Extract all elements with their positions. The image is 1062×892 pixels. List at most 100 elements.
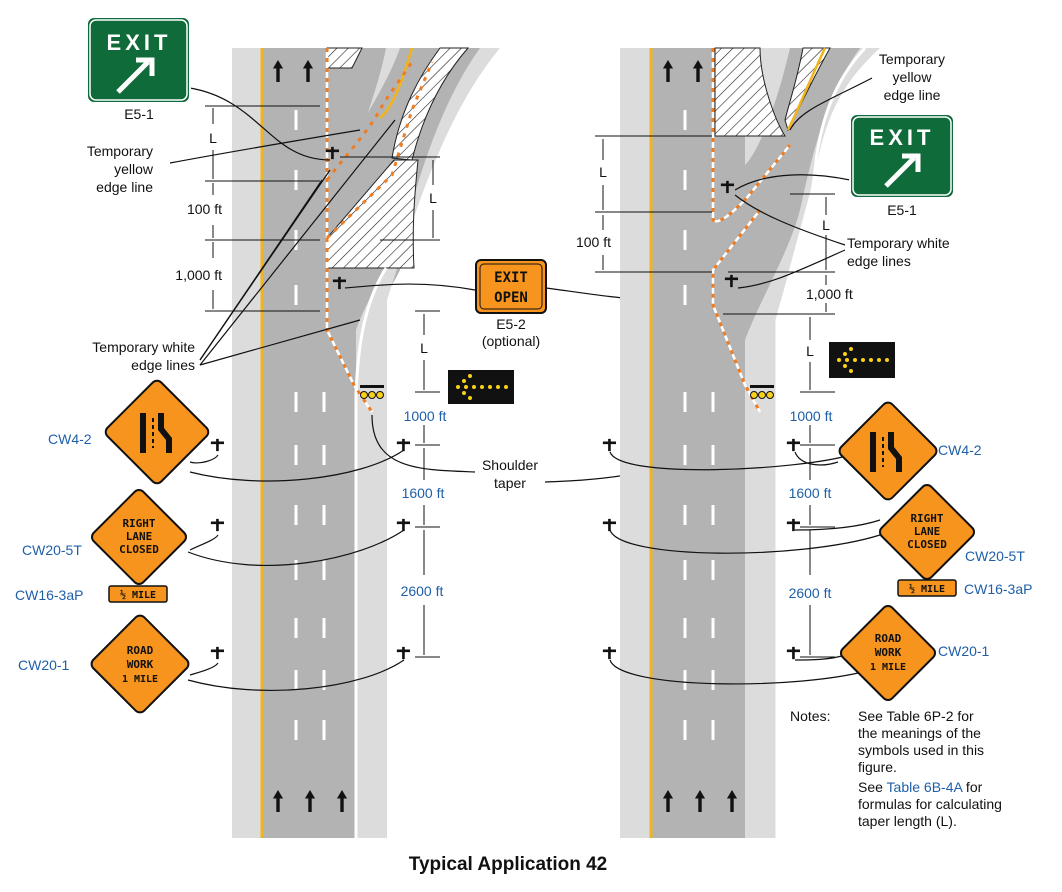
note1-line1: See Table 6P-2 for (858, 708, 974, 724)
arrow-up-right-icon (884, 153, 921, 188)
right-2600ft: 2600 ft (789, 585, 832, 601)
right-yellow-edge-3: edge line (884, 87, 941, 103)
arrow-up-right-icon (116, 57, 155, 94)
right-yellow-edge-1: Temporary (879, 51, 945, 67)
sign-post-icon (786, 518, 800, 532)
left-2600ft: 2600 ft (401, 583, 444, 599)
note1-line2: the meanings of the (858, 725, 981, 741)
left-white-edge-2: edge lines (131, 357, 195, 373)
right-L-top: L (599, 164, 607, 180)
left-temp-orange-line (325, 48, 374, 413)
left-cw20-1-line3: 1 MILE (122, 674, 158, 685)
left-cw20-1-code: CW20-1 (18, 657, 70, 673)
left-cw16-3ap-plaque: ½ MILE (108, 585, 168, 603)
right-1600ft: 1600 ft (789, 485, 832, 501)
left-cw20-1-sign: ROAD WORK 1 MILE (90, 614, 190, 714)
sign-post-icon (786, 646, 800, 660)
left-cw4-2-sign (104, 379, 210, 485)
right-exit-sign: EXIT (849, 113, 955, 199)
note2-link[interactable]: Table 6B-4A (887, 779, 964, 795)
left-arrow-board (448, 370, 514, 404)
right-leader-lines (609, 77, 881, 685)
left-100ft: 100 ft (187, 201, 222, 217)
left-cw20-5t-line2: LANE (126, 530, 153, 543)
right-cw20-1-line1: ROAD (875, 632, 902, 645)
right-cw20-1-line2: WORK (875, 646, 902, 659)
left-L-top: L (209, 130, 217, 146)
right-yellow-edge-2: yellow (893, 69, 933, 85)
left-cw16-3ap-code: CW16-3aP (15, 587, 83, 603)
left-cw20-5t-sign: RIGHT LANE CLOSED (90, 488, 188, 586)
exit-open-line1: EXIT (494, 270, 528, 286)
left-cw20-1-line1: ROAD (127, 644, 154, 657)
shoulder-taper-1: Shoulder (482, 457, 538, 473)
left-hatch-closure (326, 159, 419, 269)
right-temp-orange-line (711, 48, 792, 223)
note2-line3: taper length (L). (858, 813, 957, 829)
right-temp-orange-line3 (711, 209, 762, 413)
right-white-edge-2: edge lines (847, 253, 911, 269)
exit-open-note: (optional) (482, 333, 540, 349)
left-roadway (210, 47, 500, 838)
left-half-mile: ½ MILE (120, 589, 156, 601)
shoulder-taper-2: taper (494, 475, 526, 491)
right-exit-sign-code: E5-1 (887, 202, 917, 218)
note2-line1: See Table 6B-4A for (858, 779, 983, 795)
left-white-edge-1: Temporary white (92, 339, 195, 355)
sign-post-icon (396, 438, 410, 452)
right-arrow-board (829, 342, 895, 378)
right-cw16-3ap-plaque: ½ MILE (897, 579, 957, 597)
left-cw20-5t-line1: RIGHT (122, 517, 155, 530)
notes-heading: Notes: (790, 708, 830, 724)
left-1000ft-b: 1000 ft (404, 408, 447, 424)
sign-post-icon (210, 646, 224, 660)
sign-post-icon (602, 438, 616, 452)
right-100ft: 100 ft (576, 234, 611, 250)
left-1600ft: 1600 ft (402, 485, 445, 501)
left-exit-sign-code: E5-1 (124, 106, 154, 122)
left-L-low: L (420, 340, 428, 356)
right-lane-dashes (683, 110, 715, 740)
right-cw20-1-code: CW20-1 (938, 643, 990, 659)
sign-post-icon (210, 438, 224, 452)
exit-open-line2: OPEN (494, 290, 528, 306)
right-1000ft-b: 1000 ft (790, 408, 833, 424)
left-cw20-5t-code: CW20-5T (22, 542, 82, 558)
right-exit-sign-text: EXIT (870, 125, 935, 150)
right-half-mile: ½ MILE (909, 583, 945, 595)
right-ramp-yellow (786, 47, 827, 131)
right-cw20-5t-sign: RIGHT LANE CLOSED (878, 483, 976, 581)
sign-post-icon (602, 518, 616, 532)
sign-post-icon (602, 646, 616, 660)
note2-suffix: for (962, 779, 983, 795)
right-cw20-5t-line1: RIGHT (910, 512, 943, 525)
notes: Notes: See Table 6P-2 for the meanings o… (790, 708, 1002, 829)
left-temp-diag-line (325, 61, 414, 181)
right-cw20-5t-line2: LANE (914, 525, 941, 538)
left-cw20-5t-line3: CLOSED (119, 543, 159, 556)
right-cw16-3ap-code: CW16-3aP (964, 581, 1032, 597)
left-arrow-board-on-road (360, 385, 384, 399)
sign-post-icon (396, 646, 410, 660)
left-yellow-edge-3: edge line (96, 179, 153, 195)
right-1000ft: 1,000 ft (806, 286, 853, 302)
left-leader-lines (169, 87, 476, 691)
note2-prefix: See (858, 779, 887, 795)
right-cw20-5t-line3: CLOSED (907, 538, 947, 551)
sign-post-icon (210, 518, 224, 532)
figure-title: Typical Application 42 (409, 854, 608, 875)
left-yellow-edge-2: yellow (114, 161, 154, 177)
right-cw20-1-sign: ROAD WORK 1 MILE (839, 604, 937, 702)
right-L-low: L (806, 343, 814, 359)
right-roadway (602, 46, 880, 838)
exit-open-sign: EXIT OPEN (475, 259, 547, 314)
right-cw20-1-line3: 1 MILE (870, 662, 906, 673)
left-cw20-1-line2: WORK (127, 658, 154, 671)
exit-open-code: E5-2 (496, 316, 526, 332)
left-dimensions (205, 105, 440, 658)
left-exit-sign-text: EXIT (107, 30, 172, 55)
left-pavement (263, 48, 356, 838)
right-labels: Temporary yellow edge line Temporary whi… (576, 51, 950, 601)
left-yellow-edge-1: Temporary (87, 143, 153, 159)
